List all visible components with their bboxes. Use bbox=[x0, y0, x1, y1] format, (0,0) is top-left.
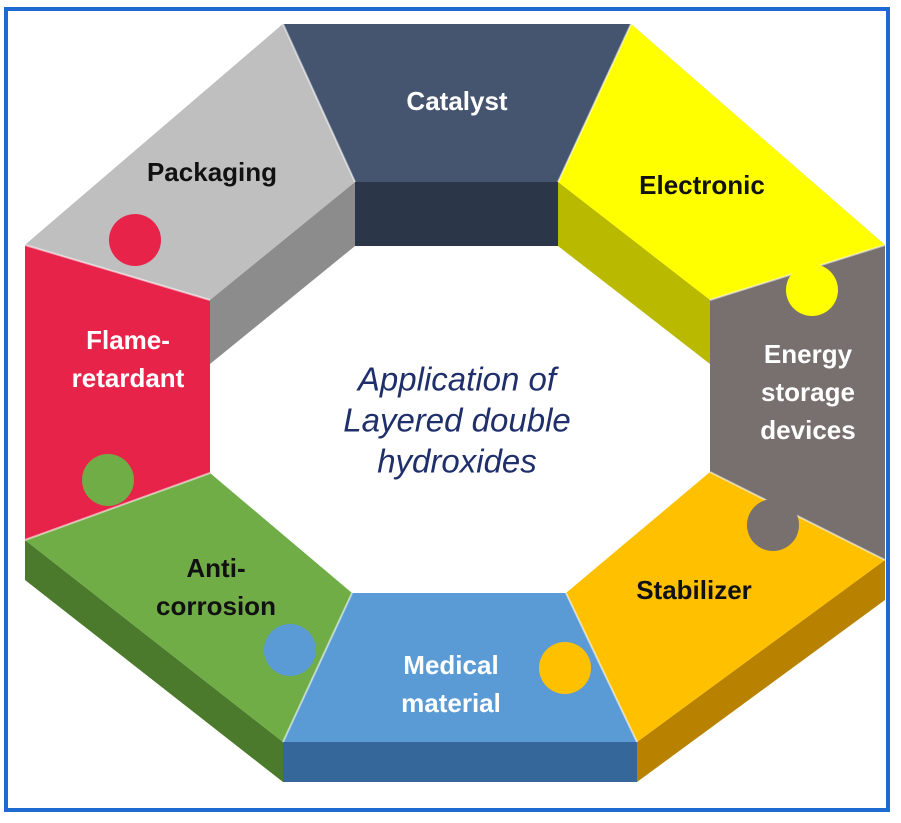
segment-outer-side bbox=[637, 560, 885, 782]
puzzle-knob bbox=[264, 624, 316, 676]
puzzle-knob bbox=[326, 66, 378, 118]
puzzle-knob bbox=[82, 454, 134, 506]
puzzle-knob bbox=[747, 499, 799, 551]
segment-label-catalyst: Catalyst bbox=[406, 86, 508, 116]
segment-top-face bbox=[566, 472, 885, 742]
segment-label-energy-storage-devices: Energy storage devices bbox=[760, 339, 856, 445]
segment-top-face bbox=[283, 24, 631, 182]
segment-inner-wall bbox=[558, 182, 710, 364]
segment-outer-side bbox=[25, 540, 283, 782]
segment-top-face bbox=[25, 473, 352, 742]
segment-inner-wall bbox=[210, 182, 355, 364]
segment-top-face bbox=[558, 24, 885, 300]
puzzle-knob bbox=[786, 264, 838, 316]
segment-top-face bbox=[710, 245, 885, 560]
segment-top-face bbox=[25, 245, 210, 540]
segment-seam bbox=[565, 592, 638, 743]
puzzle-knob bbox=[602, 104, 654, 156]
segment-seam bbox=[557, 23, 632, 183]
segment-seam bbox=[24, 472, 211, 541]
figure-border bbox=[4, 7, 890, 812]
segment-label-electronic: Electronic bbox=[639, 170, 765, 200]
puzzle-knob bbox=[109, 214, 161, 266]
segment-top-face bbox=[283, 593, 637, 742]
segment-seam bbox=[709, 471, 886, 561]
segment-label-packaging: Packaging bbox=[146, 157, 278, 187]
segment-seam bbox=[282, 592, 353, 743]
segment-label-stabilizer: Stabilizer bbox=[636, 575, 752, 605]
center-title: Application of Layered double hydroxides bbox=[343, 360, 571, 480]
segment-seam bbox=[282, 23, 356, 183]
segment-label-anti-corrosion: Anti- corrosion bbox=[156, 553, 276, 621]
segment-inner-wall bbox=[355, 182, 558, 246]
segment-seam bbox=[24, 244, 211, 301]
segment-top-face bbox=[25, 24, 355, 300]
segment-label-flame-retardant: Flame- retardant bbox=[71, 325, 185, 393]
segment-label-medical-material: Medical material bbox=[401, 650, 501, 718]
puzzle-knob bbox=[539, 642, 591, 694]
segment-outer-side bbox=[283, 742, 637, 782]
